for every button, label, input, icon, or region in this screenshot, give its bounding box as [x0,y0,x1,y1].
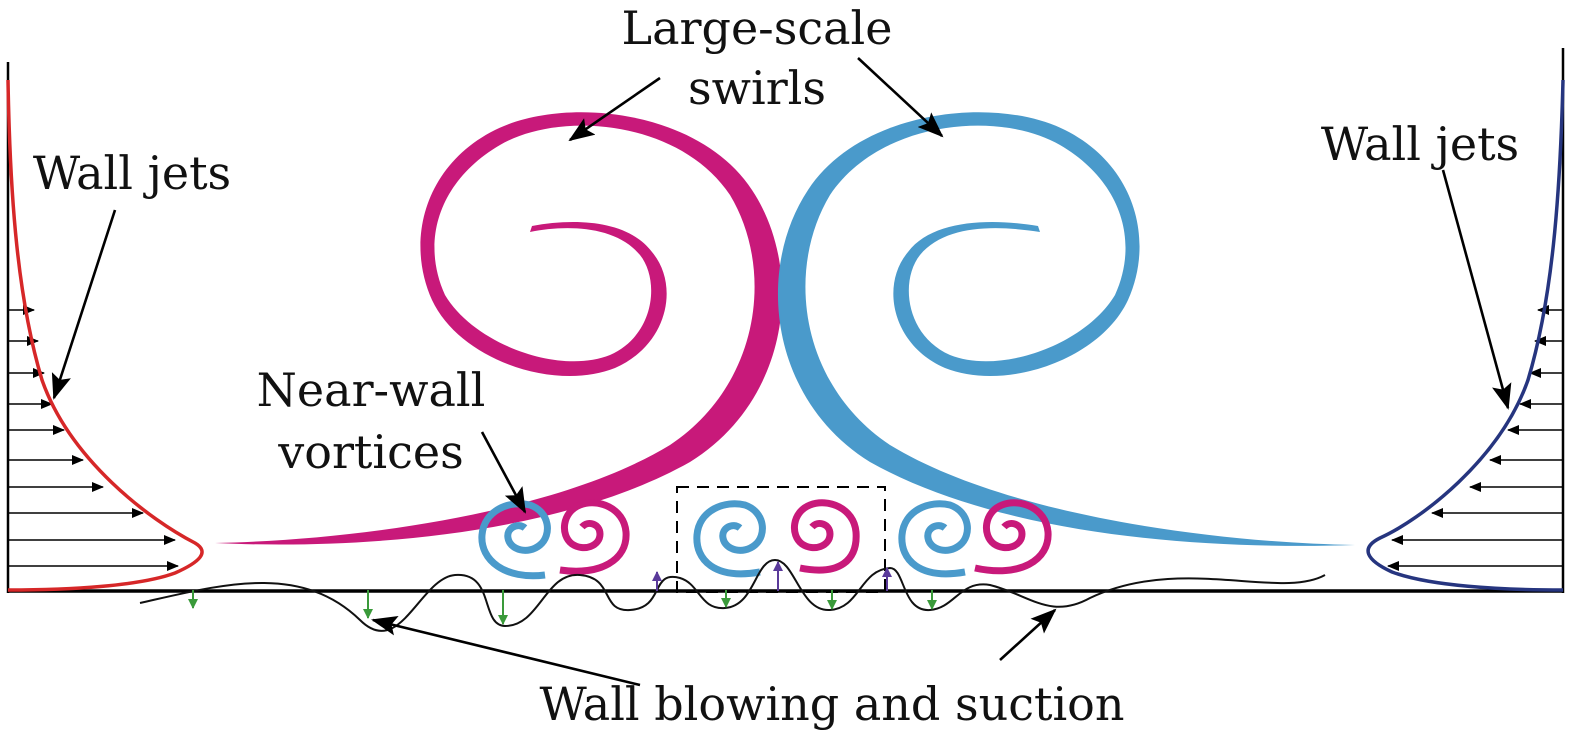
annotation-arrow-jet-left [51,209,117,400]
annotation-arrow-blowing-right [999,608,1057,661]
annotation-arrow-near-wall [480,431,527,514]
highlight-dashed-box [676,486,886,593]
near-wall-vortex-magenta-1 [559,499,630,575]
right-jet-profile [1366,79,1565,592]
annotation-arrow-jet-right [1441,169,1512,410]
label-blowing-suction: Wall blowing and suction [539,677,1124,731]
near-wall-vortex-magenta-2 [791,499,860,574]
near-wall-vortex-blue-1 [478,500,551,580]
label-wall-jets-left: Wall jets [33,146,231,200]
label-wall-jets-right: Wall jets [1321,117,1519,171]
large-blue-swirl [777,112,1355,546]
label-near-wall-line1: Near-wall [257,363,486,417]
large-magenta-swirl [215,112,783,545]
left-jet-arrows [8,305,179,571]
label-large-scale-line1: Large-scale [622,1,893,55]
right-jet-arrows [1387,305,1563,571]
blowing-suction-wave [139,558,1326,632]
suction-arrows [188,590,937,625]
label-near-wall-line2: vortices [277,425,463,479]
annotation-arrow-swirl-left [568,76,661,142]
annotation-arrow-swirl-right [857,57,944,138]
label-large-scale-line2: swirls [688,61,826,115]
blowing-arrows [652,561,892,591]
annotation-arrow-blowing-left [371,615,641,687]
near-wall-vortex-blue-3 [898,500,971,578]
near-wall-vortex-magenta-3 [974,499,1052,575]
left-jet-profile [6,79,204,592]
near-wall-vortex-blue-2 [693,500,766,578]
